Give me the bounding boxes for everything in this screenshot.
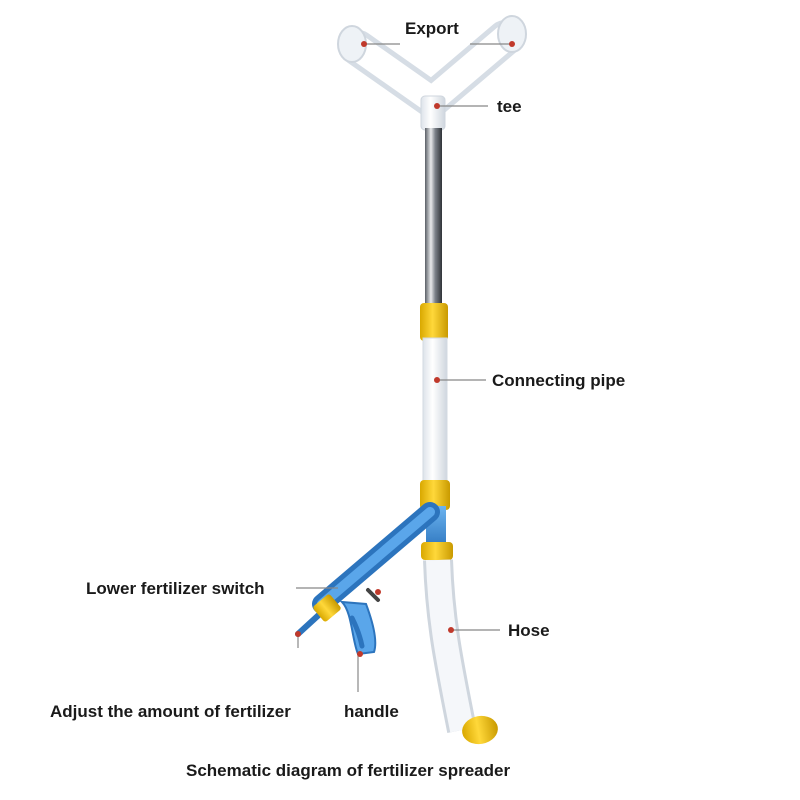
label-hose: Hose [508,621,550,640]
hose-end-cap [462,715,498,745]
steel-rod [425,128,442,308]
label-export: Export [405,19,459,38]
blue-branch [295,502,453,656]
leader-lines [296,43,512,692]
diagram-caption: Schematic diagram of fertilizer spreader [186,761,511,780]
adjust-yellow-collar [313,594,341,622]
connecting-pipe-body [422,337,448,487]
export-right-opening [497,15,527,53]
tee-joint [420,95,446,131]
marker-dots [295,41,515,657]
adjust-rod [295,609,325,637]
label-lower-fertilizer-switch: Lower fertilizer switch [86,579,265,598]
upper-yellow-collar [420,303,448,341]
label-adjust-amount: Adjust the amount of fertilizer [50,702,291,721]
lower-switch-lever [366,588,380,602]
label-handle: handle [344,702,399,721]
label-tee: tee [497,97,522,116]
tee-export-arms [337,15,527,131]
hose-body [426,559,474,733]
lower-yellow-collar [421,542,453,560]
label-connecting-pipe: Connecting pipe [492,371,626,390]
